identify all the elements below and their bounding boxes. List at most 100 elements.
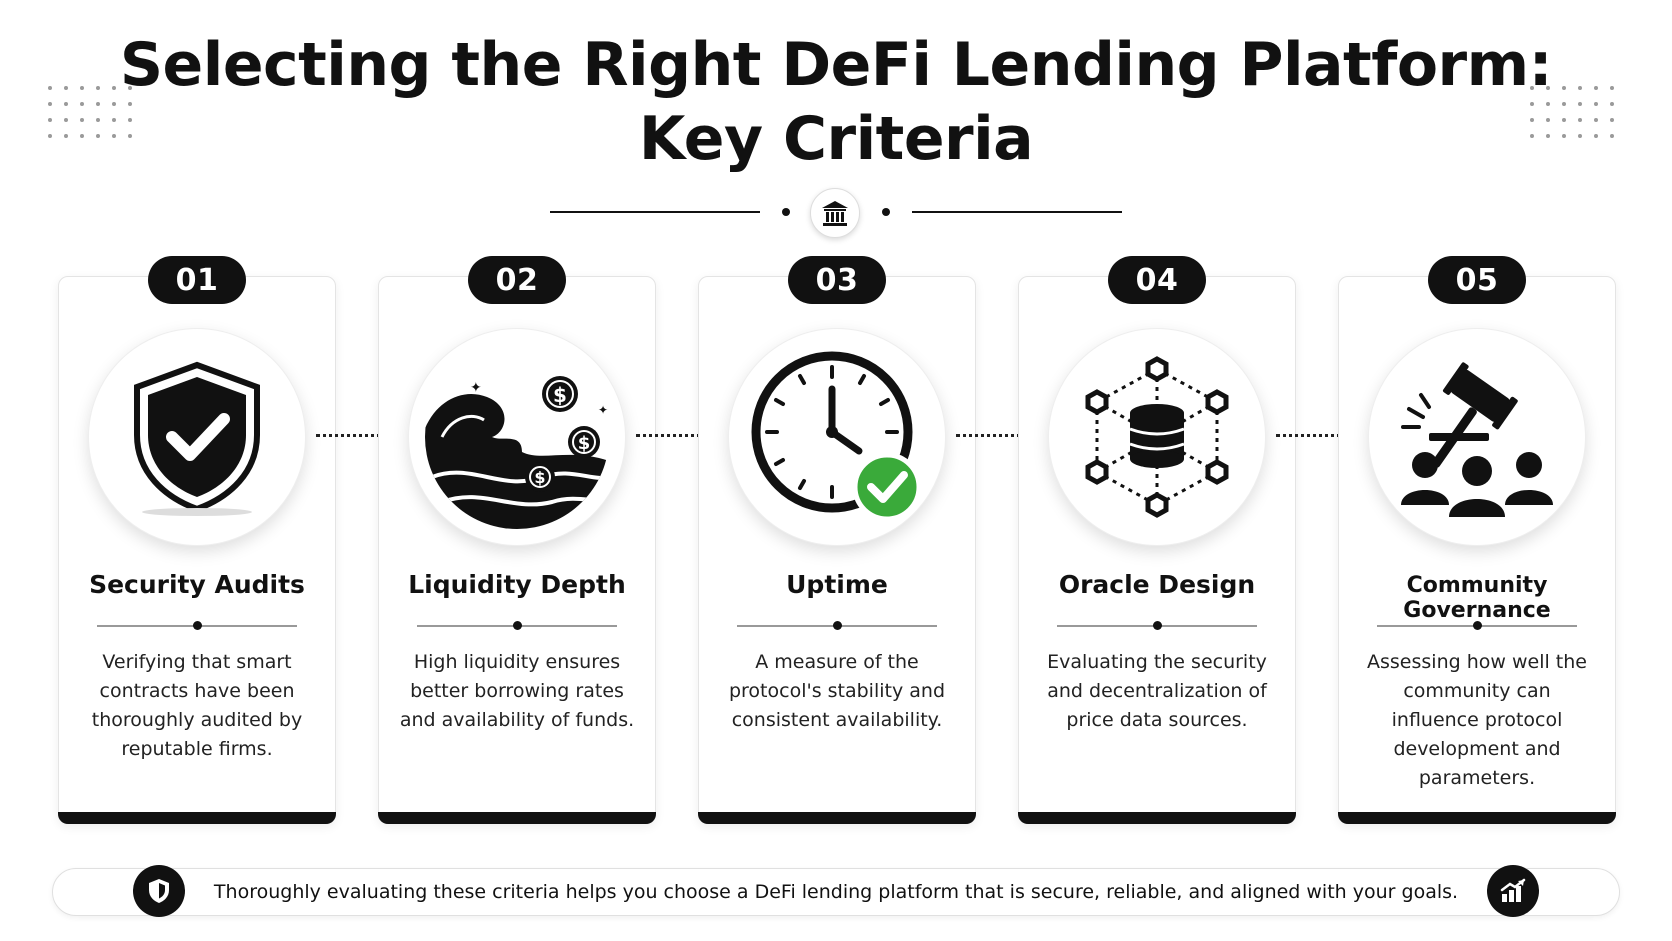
decorative-dot — [1530, 134, 1534, 138]
decorative-dot — [64, 134, 68, 138]
decorative-dot — [1546, 118, 1550, 122]
svg-text:✦: ✦ — [598, 403, 608, 417]
decorative-dot — [1562, 86, 1566, 90]
title-separator — [97, 620, 297, 632]
shield-icon — [133, 865, 185, 917]
decorative-dot — [1578, 102, 1582, 106]
criteria-description-3: A measure of the protocol's stability an… — [728, 651, 946, 731]
decorative-dot — [112, 134, 116, 138]
dotted-connector — [636, 434, 720, 440]
title-separator — [737, 620, 937, 632]
svg-text:$: $ — [578, 433, 591, 454]
svg-text:✦: ✦ — [470, 380, 482, 396]
criteria-number-1: 01 — [148, 256, 246, 304]
decorative-dot — [112, 86, 116, 90]
decorative-dot — [1594, 86, 1598, 90]
criteria-number-3: 03 — [788, 256, 886, 304]
dotted-connector — [1276, 434, 1360, 440]
decorative-dot — [96, 118, 100, 122]
dot-grid-left — [48, 86, 144, 150]
decorative-dot — [64, 86, 68, 90]
decorative-dot — [1594, 134, 1598, 138]
decorative-dot — [1546, 134, 1550, 138]
dotted-connector — [956, 434, 1040, 440]
divider-line-left — [550, 211, 760, 213]
title-divider — [0, 188, 1672, 238]
divider-dot-left — [782, 208, 790, 216]
decorative-dot — [1578, 86, 1582, 90]
decorative-dot — [1594, 118, 1598, 122]
decorative-dot — [1594, 102, 1598, 106]
criteria-description-5: Assessing how well the community can inf… — [1367, 651, 1587, 789]
decorative-dot — [48, 102, 52, 106]
decorative-dot — [128, 102, 132, 106]
criteria-card-1 — [58, 276, 336, 824]
decorative-dot — [112, 118, 116, 122]
criteria-description-1: Verifying that smart contracts have been… — [91, 651, 303, 760]
criteria-title-1: Security Audits — [89, 570, 305, 599]
card-bottom-bar — [1018, 812, 1296, 824]
wave-coins-icon: $ $ $ ✦ ✦ — [408, 328, 626, 546]
clock-check-icon — [728, 328, 946, 546]
divider-dot-right — [882, 208, 890, 216]
decorative-dot — [80, 134, 84, 138]
svg-text:$: $ — [534, 468, 545, 487]
decorative-dot — [48, 118, 52, 122]
card-bottom-bar — [378, 812, 656, 824]
title-separator — [1377, 620, 1577, 632]
gavel-community-icon — [1368, 328, 1586, 546]
decorative-dot — [128, 86, 132, 90]
footer-text: Thoroughly evaluating these criteria hel… — [213, 881, 1459, 903]
criteria-number-4: 04 — [1108, 256, 1206, 304]
decorative-dot — [48, 86, 52, 90]
decorative-dot — [1610, 134, 1614, 138]
decorative-dot — [128, 118, 132, 122]
decorative-dot — [80, 118, 84, 122]
decorative-dot — [1610, 118, 1614, 122]
criteria-description-2: High liquidity ensures better borrowing … — [399, 651, 635, 731]
svg-text:$: $ — [553, 383, 567, 407]
decorative-dot — [1546, 102, 1550, 106]
card-bottom-bar — [698, 812, 976, 824]
criteria-title-5: Community Governance — [1403, 573, 1551, 623]
title-separator — [417, 620, 617, 632]
decorative-dot — [48, 134, 52, 138]
shield-check-icon — [88, 328, 306, 546]
decorative-dot — [1562, 102, 1566, 106]
criteria-number-5: 05 — [1428, 256, 1526, 304]
decorative-dot — [1530, 118, 1534, 122]
decorative-dot — [80, 86, 84, 90]
criteria-title-4: Oracle Design — [1058, 570, 1256, 599]
criteria-number-2: 02 — [468, 256, 566, 304]
decorative-dot — [1562, 134, 1566, 138]
footer-banner: Thoroughly evaluating these criteria hel… — [52, 865, 1620, 917]
bar-chart-icon — [1487, 865, 1539, 917]
decorative-dot — [1610, 86, 1614, 90]
decorative-dot — [1610, 102, 1614, 106]
criteria-title-2: Liquidity Depth — [408, 570, 626, 599]
card-bottom-bar — [1338, 812, 1616, 824]
decorative-dot — [80, 102, 84, 106]
decorative-dot — [1578, 118, 1582, 122]
decorative-dot — [1546, 86, 1550, 90]
dotted-connector — [316, 434, 400, 440]
bank-icon — [810, 188, 860, 238]
decorative-dot — [112, 102, 116, 106]
divider-line-right — [912, 211, 1122, 213]
decorative-dot — [1578, 134, 1582, 138]
card-bottom-bar — [58, 812, 336, 824]
page-title: Selecting the Right DeFi Lending Platfor… — [0, 28, 1672, 176]
criteria-title-3: Uptime — [786, 570, 888, 599]
decorative-dot — [1562, 118, 1566, 122]
criteria-description-4: Evaluating the security and decentraliza… — [1047, 651, 1267, 731]
decorative-dot — [1530, 86, 1534, 90]
database-network-icon — [1048, 328, 1266, 546]
decorative-dot — [96, 86, 100, 90]
title-line-1: Selecting the Right DeFi Lending Platfor… — [119, 30, 1553, 100]
decorative-dot — [64, 102, 68, 106]
title-separator — [1057, 620, 1257, 632]
decorative-dot — [64, 118, 68, 122]
decorative-dot — [96, 134, 100, 138]
decorative-dot — [1530, 102, 1534, 106]
dot-grid-right — [1530, 86, 1626, 150]
